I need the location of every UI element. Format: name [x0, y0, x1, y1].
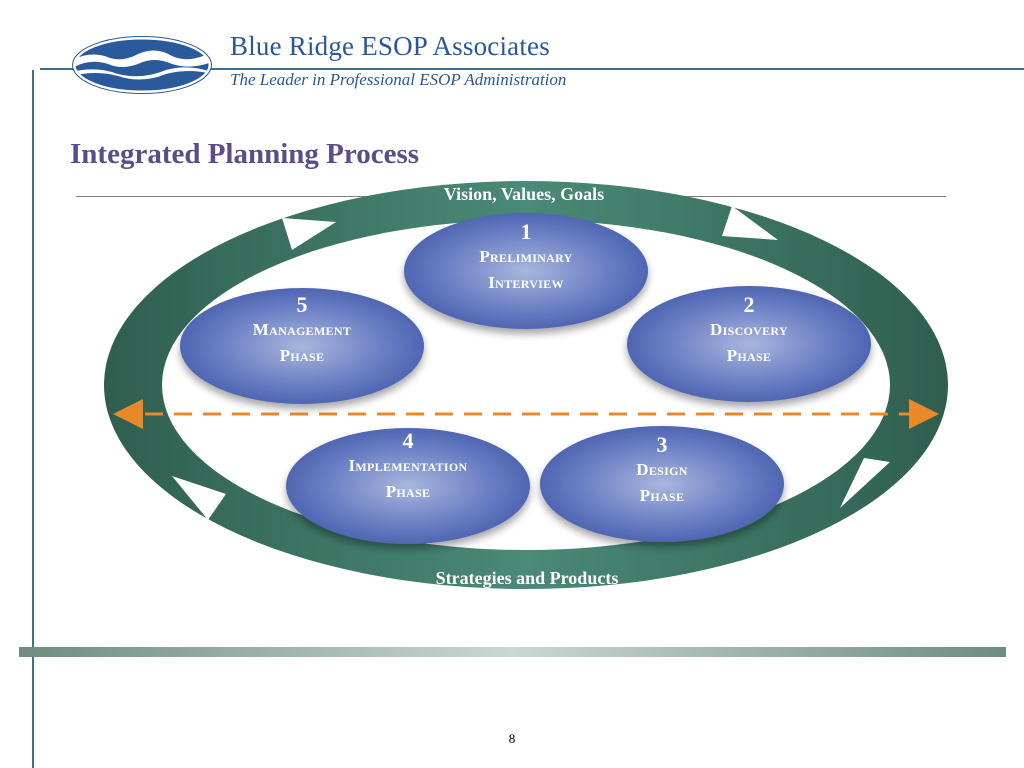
- phase-name-line2: Phase: [279, 346, 325, 365]
- phase-1-shape: [404, 213, 648, 329]
- phase-number: 3: [656, 432, 668, 457]
- ring-arrow-top-right-icon: [722, 206, 778, 240]
- phase-name-line1: Discovery: [710, 320, 788, 339]
- ring-arrow-bottom-right-icon: [840, 458, 890, 508]
- phase-name-line1: Management: [252, 320, 352, 339]
- phase-4-shape: [286, 428, 530, 544]
- phase-name-line2: Phase: [726, 346, 772, 365]
- phase-name-line2: Phase: [385, 482, 431, 501]
- page-number: 8: [508, 731, 516, 746]
- ring-label-strategies: Strategies and Products: [435, 568, 619, 588]
- phase-5: 5 Management Phase: [180, 294, 424, 370]
- phase-3: 3 Design Phase: [540, 434, 784, 510]
- phase-number: 4: [402, 428, 414, 453]
- phase-name-line1: Implementation: [348, 456, 468, 475]
- company-tagline: The Leader in Professional ESOP Administ…: [230, 70, 567, 89]
- page-title: Integrated Planning Process: [70, 138, 420, 170]
- mountain-logo-icon: [72, 36, 212, 94]
- phase-number: 1: [520, 219, 532, 244]
- phase-4: 4 Implementation Phase: [286, 430, 530, 506]
- phase-5-shape: [180, 288, 424, 404]
- ring-arrow-bottom-left-icon: [172, 476, 226, 520]
- frame-left-line: [32, 70, 34, 768]
- phase-name-line2: Phase: [639, 486, 685, 505]
- ring-arrow-top-left-icon: [282, 218, 336, 250]
- phase-1: 1 Preliminary Interview: [404, 221, 648, 297]
- planning-cycle-diagram: [104, 181, 948, 589]
- company-name: Blue Ridge ESOP Associates: [230, 31, 550, 61]
- phase-3-shape: [540, 426, 784, 542]
- phase-2-shape: [627, 286, 871, 402]
- phase-name-line2: Interview: [488, 273, 564, 292]
- phase-number: 5: [296, 292, 308, 317]
- phase-number: 2: [743, 292, 755, 317]
- frame-top-line: [40, 68, 1024, 70]
- phase-2: 2 Discovery Phase: [627, 294, 871, 370]
- ring-label-vision: Vision, Values, Goals: [443, 184, 605, 204]
- phase-name-line1: Preliminary: [479, 247, 573, 266]
- footer-band: [19, 647, 1006, 657]
- phase-name-line1: Design: [636, 460, 688, 479]
